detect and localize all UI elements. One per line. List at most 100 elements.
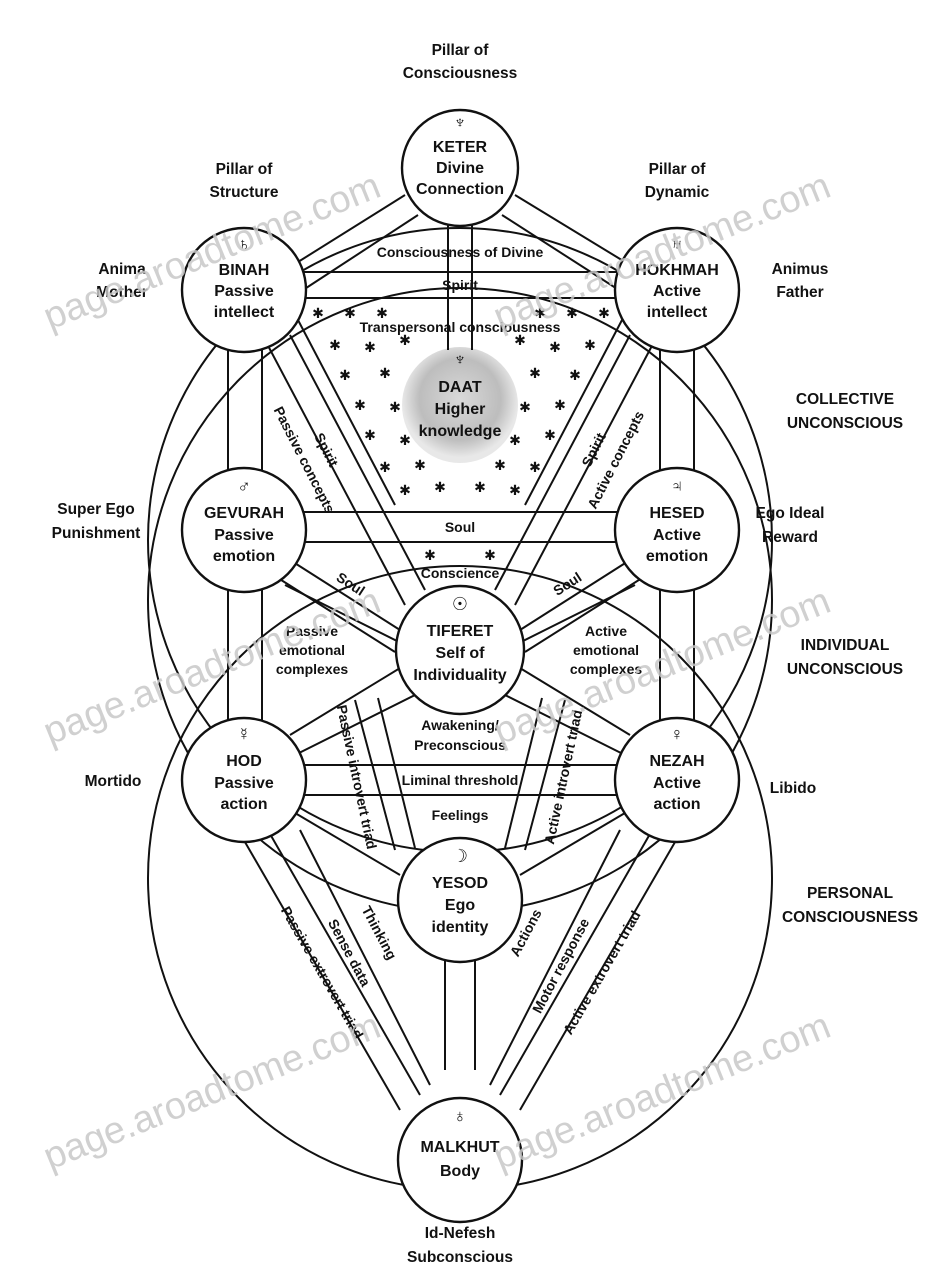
hesed-line-3: emotion — [646, 548, 708, 565]
nezah-line-3: action — [653, 796, 700, 813]
node-tiferet: ☉ TIFERET Self of Individuality — [396, 586, 524, 714]
binah-line-2: Passive — [214, 283, 274, 300]
yesod-line-2: Ego — [445, 897, 475, 914]
label-conscience: Conscience — [421, 565, 500, 581]
animus-1: Animus — [772, 261, 829, 278]
daat-title: DAAT — [438, 379, 481, 396]
id-nefesh-2: Subconscious — [407, 1249, 513, 1266]
star-mark: ✱ — [399, 482, 411, 498]
label-awakening-2: Preconscious — [414, 737, 506, 753]
mortido: Mortido — [85, 773, 142, 790]
yesod-line-3: identity — [432, 919, 489, 936]
gevurah-line-3: emotion — [213, 548, 275, 565]
malkhut-line-2: Body — [440, 1163, 480, 1180]
pillar-consciousness-1: Pillar of — [432, 42, 490, 59]
nezah-title: NEZAH — [649, 753, 704, 770]
star-mark: ✱ — [509, 482, 521, 498]
star-mark: ✱ — [389, 399, 401, 415]
pillar-structure-2: Structure — [210, 184, 279, 201]
malkhut-symbol-icon: ♁ — [453, 1106, 467, 1126]
star-mark: ✱ — [529, 365, 541, 381]
star-mark: ✱ — [414, 457, 426, 473]
daat-line-2: Higher — [435, 401, 486, 418]
id-nefesh-1: Id-Nefesh — [425, 1225, 496, 1242]
collective-1: COLLECTIVE — [796, 391, 894, 408]
label-feelings: Feelings — [432, 807, 489, 823]
gevurah-line-2: Passive — [214, 527, 274, 544]
hod-title: HOD — [226, 753, 262, 770]
star-mark: ✱ — [484, 547, 496, 563]
watermark-5: page.aroadtome.com — [38, 1005, 387, 1178]
hesed-line-2: Active — [653, 527, 701, 544]
gevurah-symbol-icon: ♂ — [237, 476, 251, 496]
node-gevurah: ♂ GEVURAH Passive emotion — [182, 468, 306, 592]
individual-2: UNCONSCIOUS — [787, 661, 903, 678]
ego-ideal-1: Ego Ideal — [756, 505, 825, 522]
star-mark: ✱ — [569, 367, 581, 383]
hesed-title: HESED — [649, 505, 704, 522]
hod-symbol-icon: ☿ — [237, 724, 251, 744]
watermark-6: page.aroadtome.com — [488, 1005, 837, 1178]
super-ego-1: Super Ego — [57, 501, 135, 518]
label-thinking: Thinking — [359, 903, 401, 962]
tiferet-line-3: Individuality — [413, 667, 506, 684]
keter-line-2: Divine — [436, 160, 484, 177]
star-mark: ✱ — [379, 365, 391, 381]
individual-1: INDIVIDUAL — [801, 637, 890, 654]
gevurah-title: GEVURAH — [204, 505, 284, 522]
star-mark: ✱ — [424, 547, 436, 563]
star-mark: ✱ — [329, 337, 341, 353]
star-mark: ✱ — [434, 479, 446, 495]
hokhmah-line-3: intellect — [647, 304, 708, 321]
daat-symbol-icon: ♆ — [453, 349, 467, 369]
star-mark: ✱ — [344, 305, 356, 321]
star-mark: ✱ — [379, 459, 391, 475]
label-liminal-threshold: Liminal threshold — [402, 772, 519, 788]
star-mark: ✱ — [312, 305, 324, 321]
star-mark: ✱ — [554, 397, 566, 413]
binah-line-3: intellect — [214, 304, 275, 321]
keter-title: KETER — [433, 139, 488, 156]
label-active-complexes-2: emotional — [573, 642, 639, 658]
label-soul-mid: Soul — [445, 519, 475, 535]
star-mark: ✱ — [494, 457, 506, 473]
star-mark: ✱ — [519, 399, 531, 415]
label-spirit-top: Spirit — [442, 277, 478, 293]
daat-line-3: knowledge — [419, 423, 502, 440]
hesed-symbol-icon: ♃ — [670, 476, 684, 496]
star-mark: ✱ — [509, 432, 521, 448]
star-mark: ✱ — [584, 337, 596, 353]
node-hesed: ♃ HESED Active emotion — [615, 468, 739, 592]
star-mark: ✱ — [364, 427, 376, 443]
label-soul-right: Soul — [550, 569, 584, 599]
hod-line-2: Passive — [214, 775, 274, 792]
collective-2: UNCONSCIOUS — [787, 415, 903, 432]
star-mark: ✱ — [339, 367, 351, 383]
nezah-line-2: Active — [653, 775, 701, 792]
pillar-structure-1: Pillar of — [216, 161, 274, 178]
star-mark: ✱ — [549, 339, 561, 355]
node-hod: ☿ HOD Passive action — [182, 718, 306, 842]
star-mark: ✱ — [399, 432, 411, 448]
label-consciousness-of-divine: Consciousness of Divine — [377, 244, 544, 260]
node-keter: ♆ KETER Divine Connection — [402, 110, 518, 226]
keter-symbol-icon: ♆ — [453, 112, 467, 132]
pillar-dynamic-2: Dynamic — [645, 184, 710, 201]
node-yesod: ☽ YESOD Ego identity — [398, 838, 522, 962]
super-ego-2: Punishment — [52, 525, 141, 542]
star-mark: ✱ — [354, 397, 366, 413]
pillar-dynamic-1: Pillar of — [649, 161, 707, 178]
label-passive-complexes-3: complexes — [276, 661, 349, 677]
tiferet-title: TIFERET — [427, 623, 494, 640]
personal-1: PERSONAL — [807, 885, 893, 902]
ego-ideal-2: Reward — [762, 529, 818, 546]
nezah-symbol-icon: ♀ — [670, 724, 684, 744]
personal-2: CONSCIOUSNESS — [782, 909, 918, 926]
animus-2: Father — [776, 284, 823, 301]
tiferet-line-2: Self of — [436, 645, 486, 662]
star-mark: ✱ — [598, 305, 610, 321]
hod-line-3: action — [220, 796, 267, 813]
libido: Libido — [770, 780, 817, 797]
star-mark: ✱ — [544, 427, 556, 443]
